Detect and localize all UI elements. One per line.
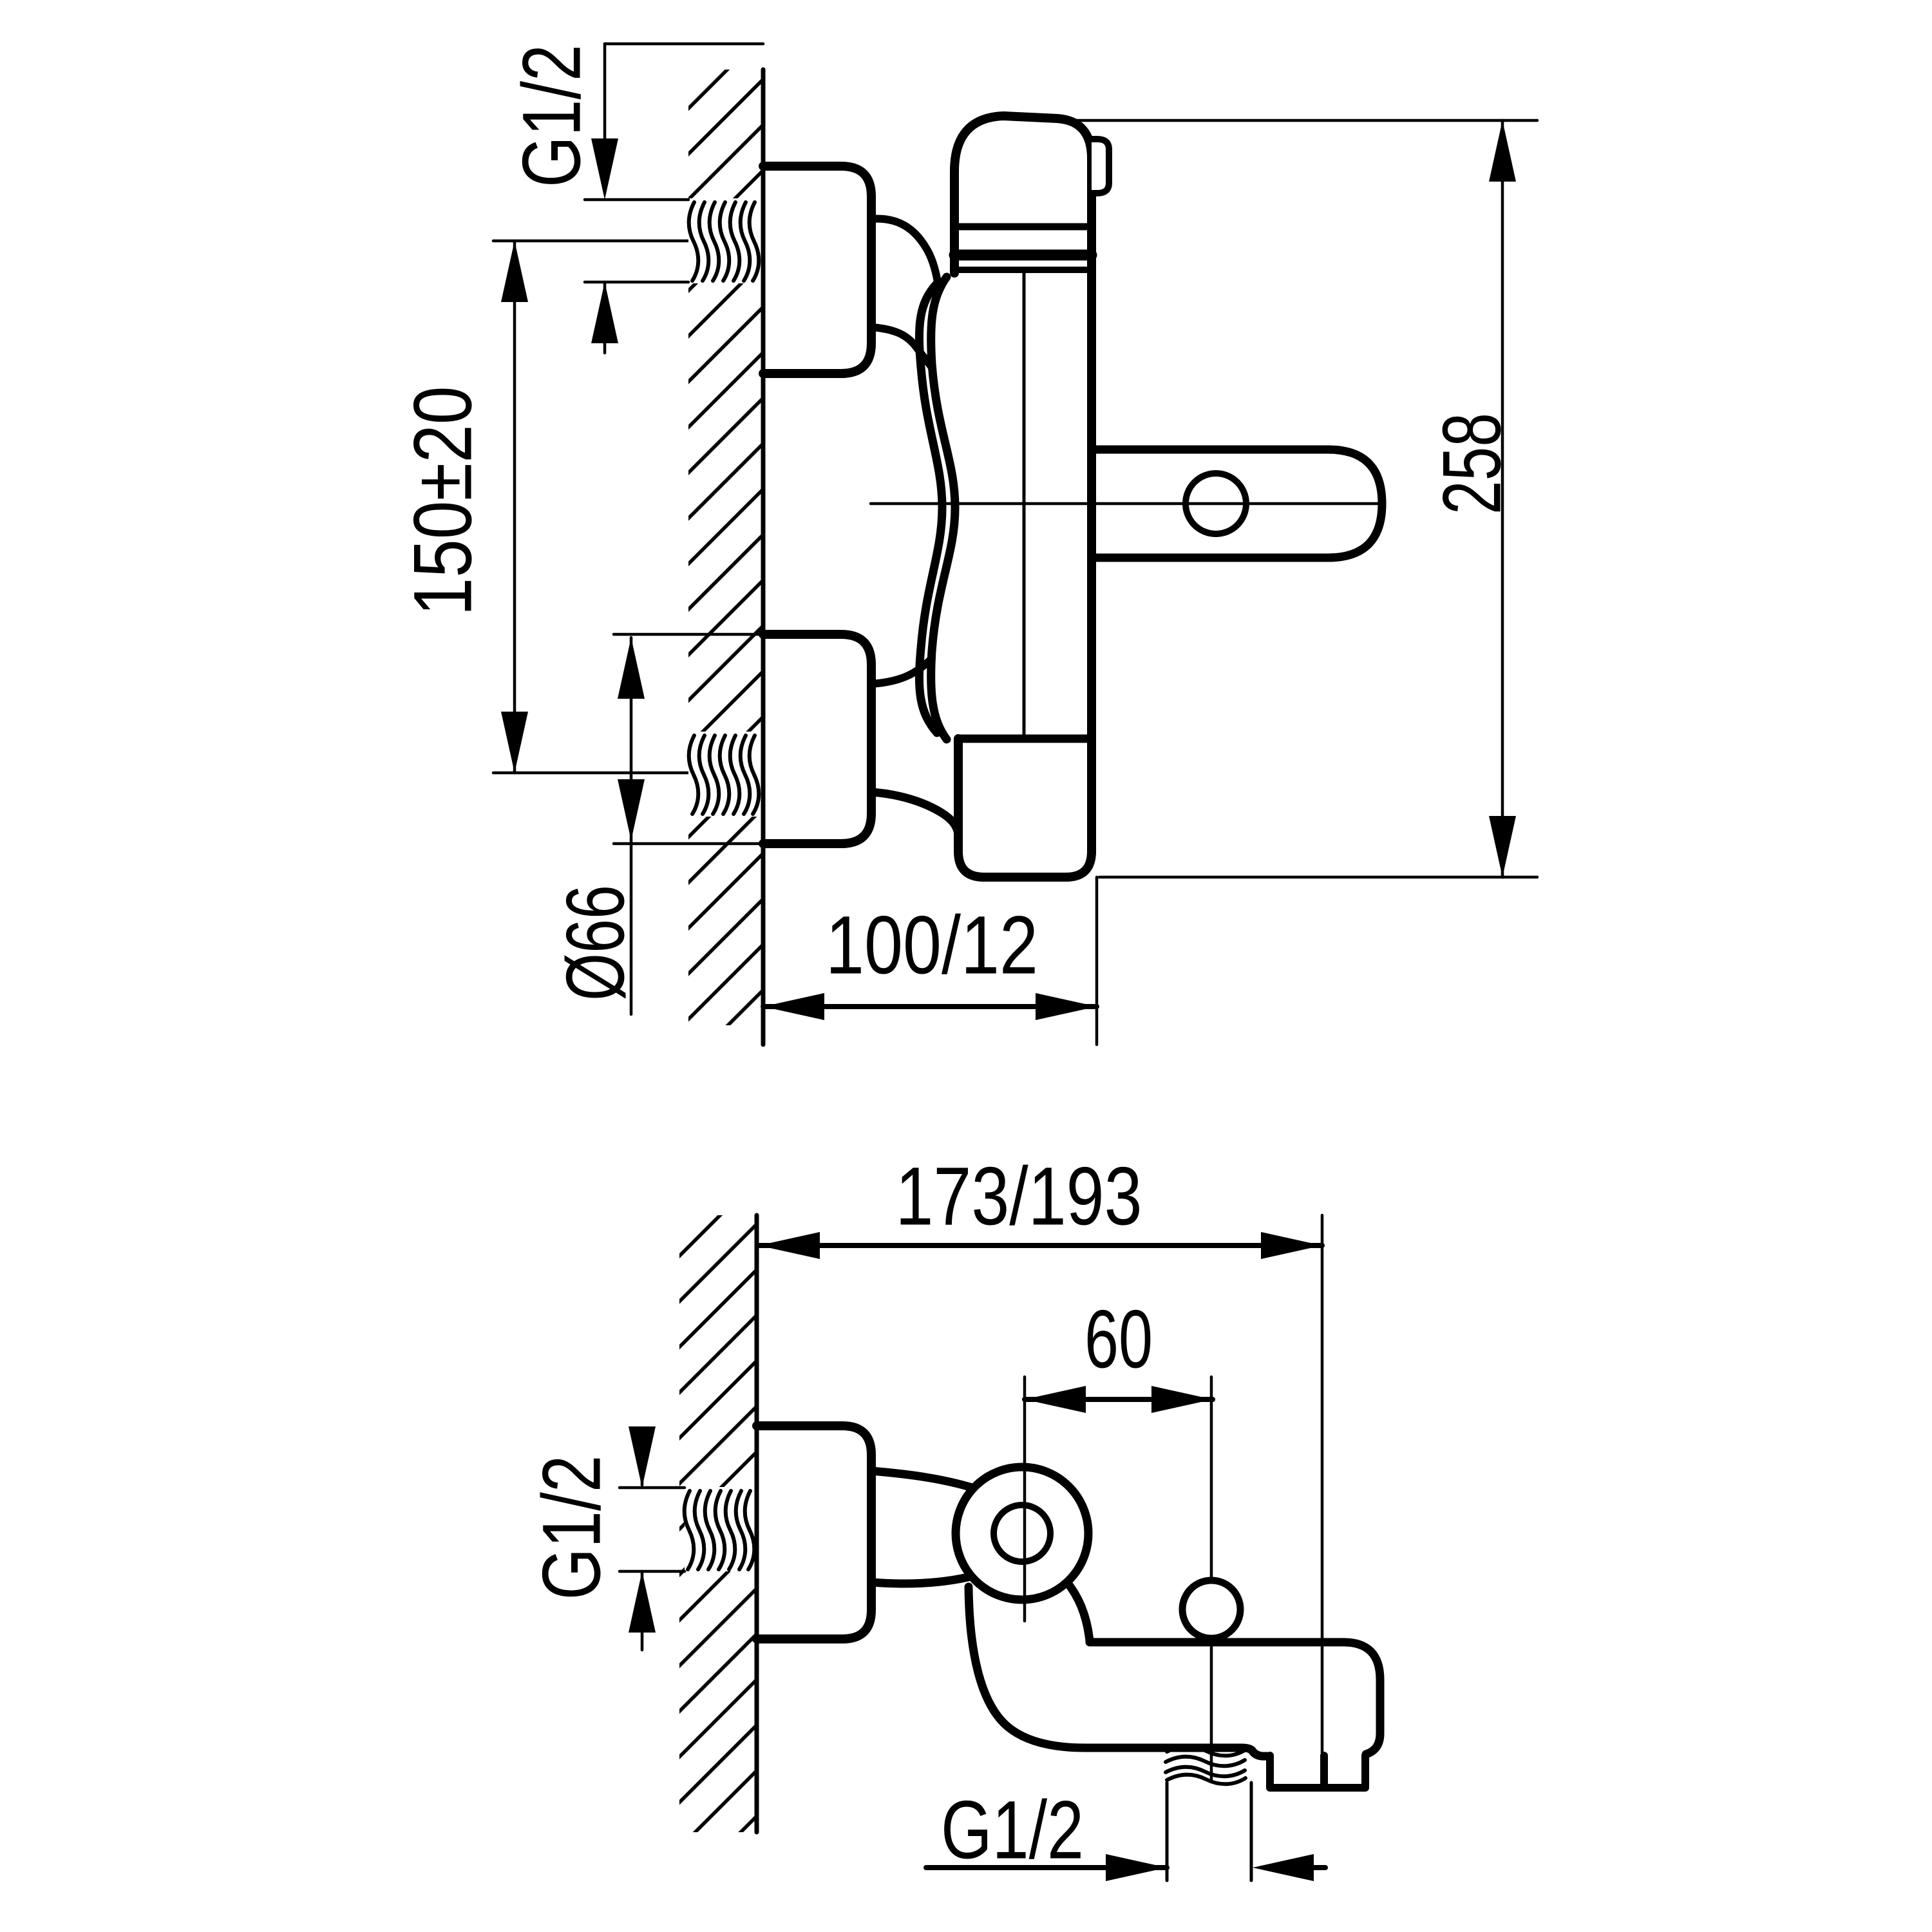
wall-thread-top-icon xyxy=(687,198,763,283)
body-front-arc-outer xyxy=(914,279,947,737)
thermostat-knob[interactable] xyxy=(950,111,1096,278)
knob-button-icon[interactable] xyxy=(1088,136,1112,196)
dim-flange-diameter: Ø66 xyxy=(550,632,765,1016)
dim-label-thread-top: G1/2 xyxy=(506,44,598,187)
dim-label-thread-side: G1/2 xyxy=(526,1455,618,1600)
dim-label-depth: 100/12 xyxy=(826,900,1038,992)
spout-underside xyxy=(964,1582,1274,1761)
body-front-arc-inner xyxy=(927,272,960,744)
wall-thread-bottom-icon xyxy=(687,732,763,817)
dim-overall-height: 258 xyxy=(1071,118,1539,879)
spout-aerator xyxy=(1266,1752,1369,1792)
dim-depth: 100/12 xyxy=(761,875,1099,1046)
dim-outlet-thread: G1/2 xyxy=(923,1785,1328,1881)
diverter-knob-icon[interactable] xyxy=(1179,1577,1244,1642)
dim-thread-side: G1/2 xyxy=(526,1426,687,1652)
spout-top-edge xyxy=(1085,1636,1385,1759)
escutcheon-top xyxy=(759,162,876,378)
wall-thread-side-icon xyxy=(682,1487,757,1571)
escutcheon-bottom xyxy=(759,630,876,848)
dim-connection-spacing: 150±20 xyxy=(397,239,528,775)
dim-label-overall-length: 173/193 xyxy=(896,1151,1142,1243)
side-view: 173/193 60 G1/2 G1/2 xyxy=(526,1151,1385,1882)
dim-overall-length: 173/193 xyxy=(756,1151,1325,1259)
pivot-joint-inner-icon xyxy=(990,1502,1054,1565)
body-bottom-cap xyxy=(954,734,1096,882)
dim-spout-offset: 60 xyxy=(1022,1294,1215,1413)
dim-label-outlet-thread: G1/2 xyxy=(941,1785,1084,1877)
dim-label-connection-spacing: 150±20 xyxy=(397,386,489,616)
hose-nipple xyxy=(1164,1744,1253,1882)
front-view: G1/2 150±20 Ø66 100/12 xyxy=(397,42,1539,1047)
dim-label-spout-offset: 60 xyxy=(1084,1294,1153,1386)
dim-label-overall-height: 258 xyxy=(1426,413,1519,515)
dim-label-flange-diameter: Ø66 xyxy=(550,885,642,1001)
escutcheon-side xyxy=(752,1421,876,1643)
dim-thread-top: G1/2 xyxy=(506,42,765,355)
